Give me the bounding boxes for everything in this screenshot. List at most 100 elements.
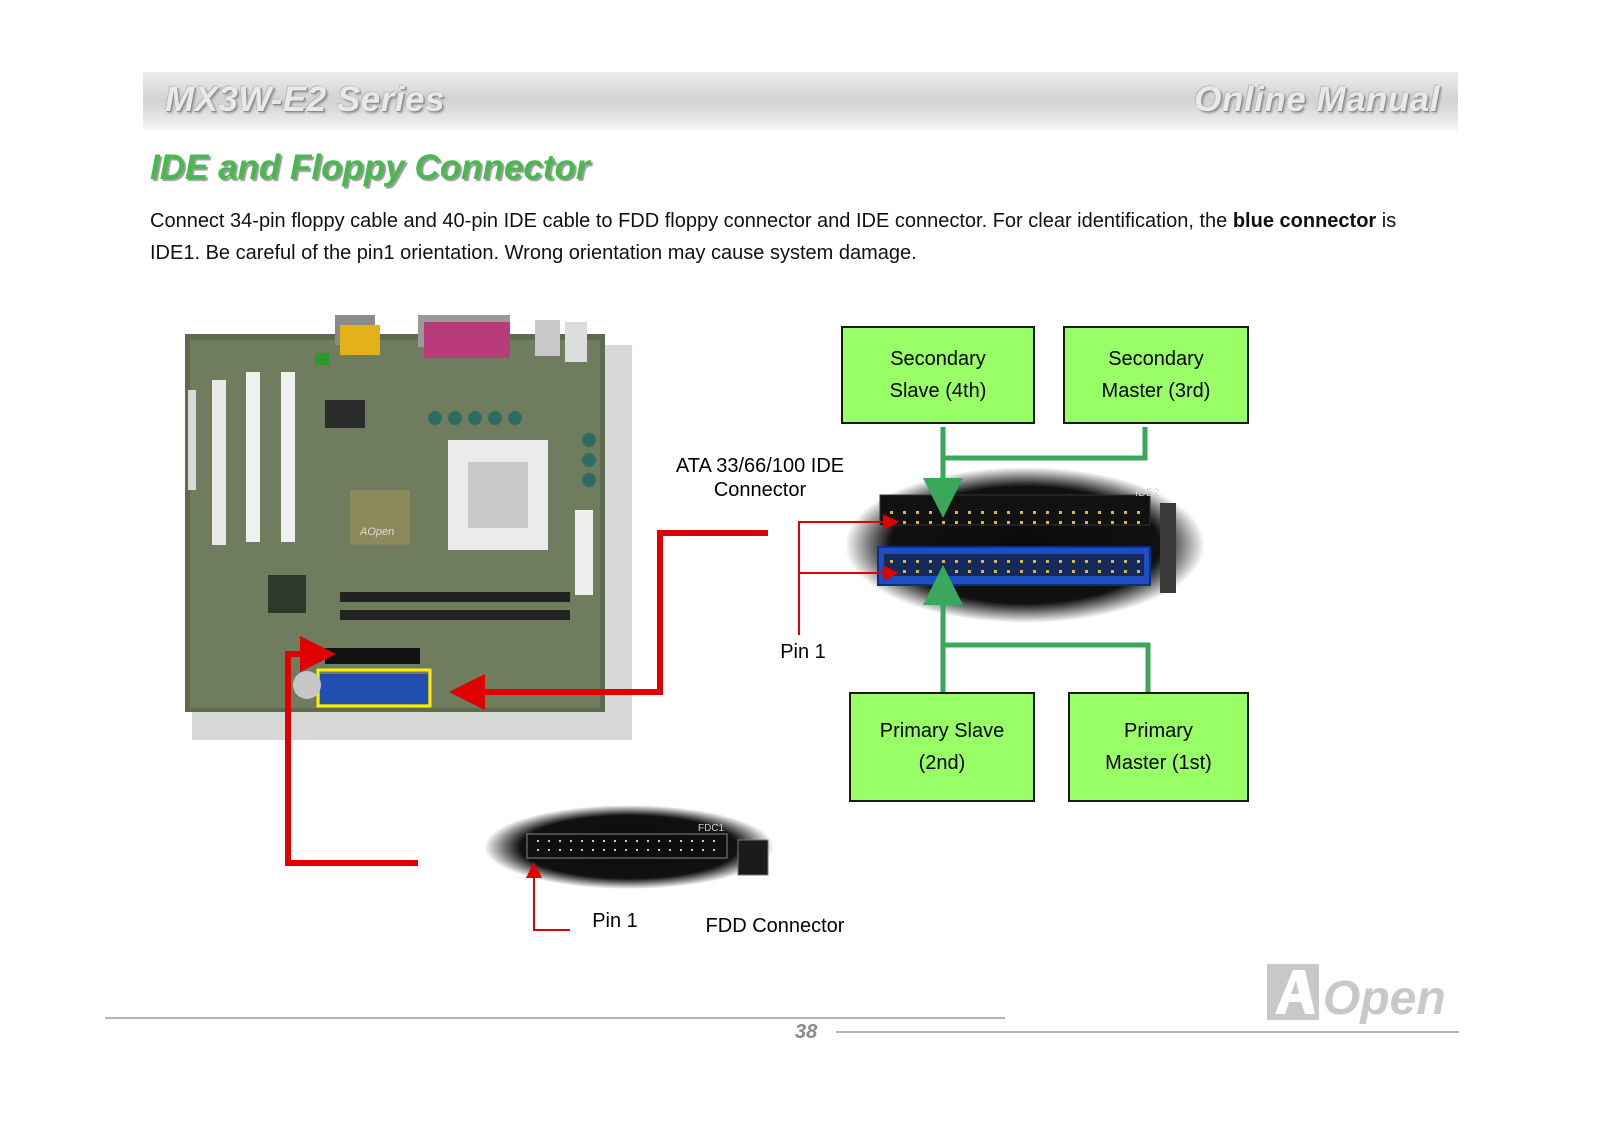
pin-dot [1059, 521, 1062, 524]
pin-dot [942, 521, 945, 524]
pin-dot [955, 511, 958, 514]
pin-dot [929, 521, 932, 524]
pin-dot [1124, 560, 1127, 563]
pin-dot [713, 840, 715, 842]
pin-dot [548, 840, 550, 842]
fdd-closeup-image: FDC1 [484, 805, 774, 889]
pin-dot [1085, 570, 1088, 573]
pin-dot [916, 560, 919, 563]
pin-dot [1098, 521, 1101, 524]
pin-dot [1111, 511, 1114, 514]
pin-dot [890, 560, 893, 563]
pin-dot [1033, 511, 1036, 514]
pin-dot [1072, 560, 1075, 563]
pin-dot [1085, 521, 1088, 524]
fdc1-silkscreen: FDC1 [698, 823, 725, 834]
ide2-silkscreen: IDE2 [1135, 487, 1159, 499]
pin-dot [968, 560, 971, 563]
pin-dot [1059, 570, 1062, 573]
pin-dot [1072, 511, 1075, 514]
pin-dot [968, 570, 971, 573]
pin-dot [636, 840, 638, 842]
primary-slave-line1: Primary Slave [879, 720, 1005, 742]
pin-dot [929, 560, 932, 563]
pin-dot [1020, 570, 1023, 573]
primary-slave-line2: (2nd) [918, 752, 966, 774]
pin-dot [1137, 511, 1140, 514]
pin-dot [916, 570, 919, 573]
pin-dot [647, 849, 649, 851]
pin-dot [1137, 570, 1140, 573]
pin-dot [1046, 570, 1049, 573]
fdd-pin1-label: Pin 1 [592, 910, 638, 932]
pin-dot [603, 849, 605, 851]
pin-dot [903, 511, 906, 514]
pin-dot [1072, 521, 1075, 524]
pin-dot [647, 840, 649, 842]
pin-dot [981, 570, 984, 573]
secondary-master-line1: Secondary [1108, 348, 1204, 370]
pin-dot [994, 521, 997, 524]
pin-dot [1098, 560, 1101, 563]
primary-master-line1: Primary [1124, 720, 1193, 742]
section-title: IDE and Floppy Connector [150, 148, 590, 187]
secondary-master-line2: Master (3rd) [1101, 380, 1211, 402]
pin-dot [713, 849, 715, 851]
pin-dot [1085, 560, 1088, 563]
ide-closeup-image: IDE2 [845, 467, 1205, 623]
fdd-pin-dots [537, 840, 715, 851]
pin-dot [658, 849, 660, 851]
pin-dot [955, 560, 958, 563]
pin-dot [1111, 560, 1114, 563]
pin-dot [916, 521, 919, 524]
primary-master-line2: Master (1st) [1105, 752, 1212, 774]
intro-text-after: is IDE1. Be careful of the pin1 orientat… [150, 210, 1397, 264]
pin-dot [614, 840, 616, 842]
pin-dot [570, 840, 572, 842]
pin-dot [968, 521, 971, 524]
pin-dot [1020, 521, 1023, 524]
pin-dot [625, 849, 627, 851]
intro-paragraph: Connect 34-pin floppy cable and 40-pin I… [150, 205, 1450, 269]
pin-dot [1098, 570, 1101, 573]
pin-dot [981, 560, 984, 563]
series-title: MX3W-E2 Series [165, 80, 445, 119]
pin-dot [537, 849, 539, 851]
pin-dot [680, 849, 682, 851]
pin-dot [929, 570, 932, 573]
pin-dot [680, 840, 682, 842]
pin-dot [916, 511, 919, 514]
pin-dot [1046, 511, 1049, 514]
pin-dot [955, 521, 958, 524]
pin-dot [942, 560, 945, 563]
pin-dot [1007, 511, 1010, 514]
pin-dot [1033, 570, 1036, 573]
secondary-slave-line2: Slave (4th) [889, 380, 987, 402]
pin-dot [994, 570, 997, 573]
pin-dot [559, 849, 561, 851]
pin-dot [1020, 511, 1023, 514]
pin-dot [1137, 560, 1140, 563]
pin-dot [903, 560, 906, 563]
pin-dot [903, 521, 906, 524]
secondary-slave-line1: Secondary [890, 348, 986, 370]
pin-dot [968, 511, 971, 514]
pin-dot [955, 570, 958, 573]
pin-dot [994, 560, 997, 563]
pin-dot [929, 511, 932, 514]
pin-dot [614, 849, 616, 851]
pin-dot [691, 840, 693, 842]
page-number: 38 [795, 1021, 818, 1043]
pin-dot [1046, 521, 1049, 524]
pin-dot [1059, 560, 1062, 563]
intro-text-before: Connect 34-pin floppy cable and 40-pin I… [150, 210, 1233, 232]
pin-dot [581, 849, 583, 851]
pin-dot [570, 849, 572, 851]
pin-dot [1124, 570, 1127, 573]
footer-divider-right [836, 1031, 1459, 1033]
fdd-connector-label: FDD Connector [705, 915, 845, 937]
pin-dot [592, 840, 594, 842]
aopen-logo: Open [1267, 964, 1446, 1025]
